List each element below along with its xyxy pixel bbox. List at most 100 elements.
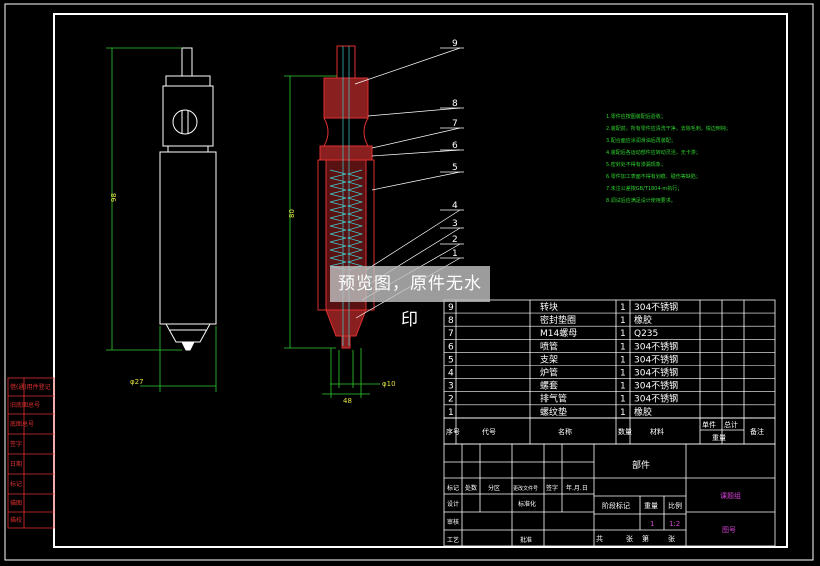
drawing-border [53,13,788,548]
bom-no: 8 [448,316,454,326]
bom-qty: 1 [620,408,626,418]
right-view [317,45,375,349]
left-dia-dim: φ27 [130,378,144,386]
title-sheet2: 张 [626,534,633,543]
bom-material: 304不锈钢 [634,380,678,392]
tech-note: 2.装配前，所有零件应清洗干净，去除毛刺，锐边倒钝； [606,125,731,132]
bom-no: 6 [448,342,454,352]
bom-header-cell: 备注 [750,427,764,436]
bom-name: 转块 [540,301,558,313]
title-process: 工艺 [447,536,459,544]
bom-name: 喷管 [540,340,558,352]
title-sheet: 共 [596,534,603,543]
title-scale-label: 比例 [668,501,682,510]
bom-material: 304不锈钢 [634,393,678,405]
bom-material: 304不锈钢 [634,353,678,365]
bom-material: 橡胶 [634,314,652,326]
bom-header-cell: 代号 [482,427,496,436]
stamp-label: 标记 [10,480,22,488]
title-weight-label: 重量 [644,502,658,510]
right-dim-lines [284,75,380,398]
title-date: 年.月.日 [566,484,588,492]
bom-no: 5 [448,355,454,365]
bom-name: 螺套 [540,380,558,392]
stamp-label: 签字 [10,440,22,448]
bom-material: Q235 [634,329,658,339]
bom-header-cell: 单件 [702,420,716,429]
part-balloon-7: 7 [452,119,458,129]
bom-header-cell: 数量 [618,427,632,436]
bom-qty: 1 [620,342,626,352]
bom-qty: 1 [620,395,626,405]
title-block [443,443,776,547]
bom-header-cell: 序号 [446,427,460,436]
watermark: 预览图，原件无水印 [330,266,490,330]
tech-note: 5.密封处不得有渗漏现象； [606,161,666,168]
part-balloon-4: 4 [452,201,458,211]
bom-header-cell: 总计 [724,420,738,429]
title-company: 课题组 [720,491,741,500]
tech-note: 6.零件加工表面不得有划痕、碰伤等缺陷； [606,173,701,180]
bom-material: 304不锈钢 [634,301,678,313]
bom-no: 7 [448,329,454,339]
bom-qty: 1 [620,382,626,392]
part-balloon-2: 2 [452,235,458,245]
title-standard: 标准化 [518,500,536,508]
title-mark: 标记 [447,484,459,492]
title-of2: 张 [668,534,675,543]
outer-frame [4,3,814,561]
title-zone: 分区 [488,484,500,492]
bom-qty: 1 [620,316,626,326]
title-count: 处数 [465,484,477,492]
bom-no: 3 [448,382,454,392]
title-review: 审核 [447,518,459,526]
bom-no: 2 [448,395,454,405]
left-dim-lines [106,47,217,392]
left-view [159,47,217,351]
part-balloon-8: 8 [452,99,458,109]
bom-name: 炉管 [540,367,558,379]
title-stage-label: 阶段标记 [602,501,630,510]
left-overall-dim: 98 [110,193,118,202]
bom-header-cell: 名称 [558,427,572,436]
bom-no: 1 [448,408,454,418]
bom-qty: 1 [620,303,626,313]
stamp-label: 底图总号 [10,420,34,428]
tech-note: 7.未注公差按GB/T1804-m执行； [606,185,682,192]
part-balloon-3: 3 [452,219,458,229]
title-sign: 签字 [546,484,558,492]
tech-note: 8.调试后应满足设计使用要求。 [606,197,676,204]
title-part-name: 部件 [632,459,650,471]
title-design: 设计 [447,500,459,508]
bom-no: 9 [448,303,454,313]
title-change-doc: 更改文件号 [513,485,538,492]
stamp-label: 旧底图总号 [10,401,40,409]
bom-material: 304不锈钢 [634,340,678,352]
bom-material: 橡胶 [634,406,652,418]
bom-header-cell: 重量 [712,434,726,442]
title-of: 第 [642,534,649,543]
part-balloon-1: 1 [452,249,458,259]
left-stamp-column [7,377,55,529]
bom-name: 螺纹垫 [540,406,567,418]
bom-name: 排气管 [540,393,567,405]
bom-qty: 1 [620,369,626,379]
bom-header-cell: 材料 [650,427,664,436]
bom-name: 密封垫圈 [540,314,576,326]
right-width-dim: 48 [343,397,352,405]
title-drawing-no: 图号 [722,526,736,534]
stamp-label: 描校 [10,516,22,524]
right-height-dim: 80 [288,209,296,218]
tech-note: 4.装配后各运动部件应转动灵活，无卡滞； [606,149,701,156]
bom-material: 304不锈钢 [634,367,678,379]
tech-note: 3.配合面应涂润滑油后再装配； [606,137,676,144]
tech-note: 1.零件应按图装配后验收； [606,113,666,120]
title-approve: 批准 [520,536,532,544]
stamp-label: 日期 [10,460,22,468]
bom-qty: 1 [620,355,626,365]
stamp-label: 描图 [10,499,22,507]
bom-name: M14螺母 [540,328,577,339]
title-stage-value: 1 [650,520,654,528]
bom-no: 4 [448,369,454,379]
